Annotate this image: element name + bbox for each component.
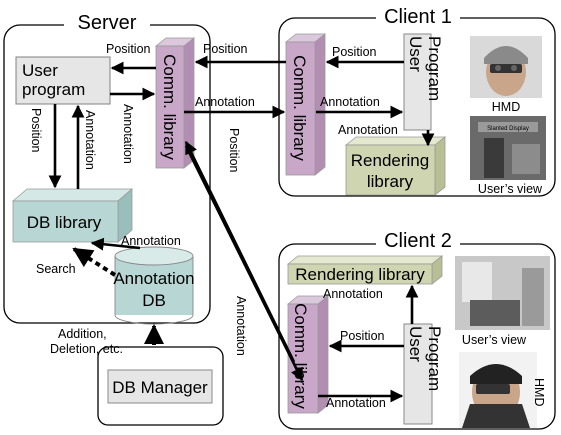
label-position-server-top: Position [106, 42, 151, 56]
svg-text:Comm. library: Comm. library [290, 55, 309, 161]
label-annotation-server-vertical: Annotation [121, 104, 135, 164]
client1-user-program: UserProgram [403, 33, 444, 131]
client1-title: Client 1 [384, 6, 452, 28]
client2-hmd-caption: HMD [532, 378, 546, 406]
label-annotation-server-c1: Annotation [195, 95, 255, 109]
label-annotation-c1: Annotation [320, 95, 380, 109]
client1-users-view-caption: User’s view [478, 182, 543, 196]
client1-rendering-library: Rendering library [344, 136, 447, 196]
server-user-program-box [15, 56, 111, 105]
client2-users-view-caption: User’s view [462, 333, 527, 347]
server-comm-library: Comm. library [154, 37, 196, 169]
svg-text:DB library: DB library [27, 213, 102, 232]
client2-rendering-library: Rendering library [286, 255, 444, 285]
label-position-diagonal: Position [227, 128, 241, 173]
label-annotation-c2: Annotation [326, 396, 386, 410]
svg-text:Rendering: Rendering [351, 151, 429, 170]
svg-text:UserProgram: UserProgram [406, 326, 444, 391]
label-annotation-c2-render: Annotation [323, 287, 383, 301]
client1-hmd-photo [470, 36, 542, 98]
label-manager-ops: Addition,Deletion, etc. [50, 327, 123, 356]
client2-user-program: UserProgram [403, 323, 444, 425]
svg-text:Comm. library: Comm. library [160, 54, 179, 160]
svg-text:library: library [367, 172, 414, 191]
svg-text:Slanted Display: Slanted Display [487, 126, 529, 132]
server-title: Server [78, 12, 137, 34]
svg-text:UserProgram: UserProgram [406, 36, 444, 101]
db-manager-label: DB Manager [112, 378, 208, 397]
client1-users-view-photo: Slanted Display [470, 116, 546, 180]
svg-text:Rendering library: Rendering library [295, 265, 425, 284]
label-annotation-diagonal: Annotation [234, 296, 248, 356]
label-annotation-server-db-vertical: Annotation [83, 110, 97, 170]
client2-hmd-photo [459, 352, 537, 428]
svg-text:Annotation: Annotation [113, 269, 194, 288]
db-manager-box [97, 346, 224, 426]
label-annotation-db: Annotation [121, 234, 181, 248]
label-annotation-c1-render: Annotation [338, 123, 398, 137]
db-library: DB library [11, 188, 134, 243]
client2-title: Client 2 [384, 230, 452, 252]
label-position-server-vertical: Position [29, 108, 43, 153]
svg-text:Comm. library: Comm. library [291, 303, 310, 409]
label-position-c2: Position [340, 329, 385, 343]
label-search: Search [36, 262, 76, 276]
dashed-arrows [72, 247, 164, 345]
svg-text:DB: DB [142, 291, 166, 310]
client1-comm-library: Comm. library [284, 33, 327, 176]
label-position-c1: Position [332, 45, 377, 59]
annotation-db: Annotation DB [113, 246, 195, 325]
label-position-c1-server: Position [203, 42, 248, 56]
arrows [48, 55, 435, 403]
client2-users-view-photo [455, 256, 550, 330]
client1-hmd-caption: HMD [492, 100, 520, 114]
